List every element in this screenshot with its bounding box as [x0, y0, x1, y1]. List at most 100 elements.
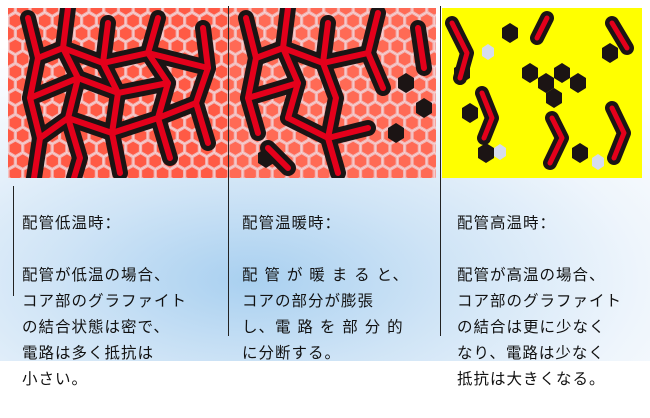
divider-right [440, 6, 441, 336]
graphite-hex-cell [177, 127, 192, 144]
graphite-hex-cell [228, 114, 243, 132]
graphite-hex-cell [404, 88, 420, 106]
graphite-hex-cell [184, 165, 200, 178]
graphite-hex-cell [345, 88, 361, 106]
graphite-hex-cell [367, 101, 383, 119]
graphite-hex-cell [221, 102, 228, 118]
graphite-hex-cell [228, 88, 243, 106]
graphite-hex-cell [287, 139, 302, 157]
graphite-hex-cell [228, 165, 243, 178]
graphite-hex-cell [221, 25, 228, 42]
graphite-hex-cell [8, 114, 23, 132]
graphite-hex-cell [412, 127, 427, 144]
graphite-hex-cell [382, 50, 398, 68]
graphite-hex-cell [228, 25, 236, 42]
graphite-hex-cell [8, 76, 16, 93]
graphite-hex-cell [434, 143, 436, 154]
graphite-hex-cell [264, 8, 280, 17]
graphite-hex-cell [434, 41, 436, 52]
graphite-hex-cell [177, 25, 192, 42]
graphite-hex-cell [184, 37, 200, 55]
graphite-hex-cell [264, 127, 280, 144]
graphite-hex-cell [426, 8, 436, 17]
graphite-hex-cell [89, 8, 104, 17]
graphite-diagram-low-temp [8, 8, 228, 178]
graphite-hex-cell [89, 152, 104, 170]
divider-left [228, 6, 229, 336]
caption-body-low-temp: 配管が低温の場合、 コア部のグラファイト の結合状態は密で、 電路は多く抵抗は … [22, 266, 188, 388]
graphite-hex-cell [8, 127, 16, 144]
graphite-hex-cell [412, 8, 427, 17]
graphite-hex-cell [133, 152, 148, 170]
graphite-hex-cell [257, 12, 273, 30]
graphite-hex-cell [309, 8, 324, 17]
graphite-hex-cell [382, 101, 398, 119]
graphite-hex-cell [434, 168, 436, 178]
graphite-hex-cell [125, 139, 141, 157]
graphite-hex-cell [214, 114, 228, 132]
graphite-hex-cell [323, 8, 339, 17]
graphite-hex-cell [345, 165, 361, 178]
graphite-hex-cell [390, 37, 405, 55]
graphite-hex-cell [8, 12, 23, 30]
divider-left-edge [13, 186, 14, 296]
graphite-hex-cell [118, 8, 134, 17]
graphite-hex-cell [397, 50, 412, 68]
graphite-hex-cell [214, 88, 228, 106]
caption-body-high-temp: 配管が高温の場合、 コア部のグラファイト の結合は更に少なく なり、電路は少なく… [457, 266, 623, 388]
graphite-hex-cell [15, 127, 30, 144]
graphite-hex-cell [419, 139, 434, 157]
graphite-hex-cell [8, 139, 23, 157]
graphite-hex-cell [272, 63, 287, 81]
graphite-hex-cell [15, 50, 30, 68]
graphite-hex-cell [426, 127, 436, 144]
graphite-hex-cell [192, 8, 207, 17]
caption-title-low-temp: 配管低温時： [22, 214, 122, 232]
graphite-hex-cell [426, 152, 436, 170]
graphite-hex-cell [426, 25, 436, 42]
caption-title-high-temp: 配管高温時： [457, 214, 557, 232]
panel-low-temp [8, 8, 228, 178]
graphite-hex-cell [206, 8, 222, 17]
graphite-hex-cell [221, 76, 228, 93]
graphite-hex-cell [294, 25, 309, 42]
graphite-hex-cell [434, 66, 436, 77]
caption-high-temp: 配管高温時： 配管が高温の場合、 コア部のグラファイト の結合は更に少なく なり… [457, 184, 647, 418]
graphite-hex-cell [264, 101, 280, 119]
graphite-hex-cell [118, 25, 134, 42]
graphite-hex-cell [404, 139, 420, 157]
graphite-hex-cell [74, 25, 89, 42]
graphite-hex-cell [125, 12, 141, 30]
graphite-hex-cell [8, 37, 23, 55]
graphite-hex-cell [133, 8, 148, 17]
graphite-hex-cell [375, 165, 390, 178]
graphite-hex-cell [140, 139, 156, 157]
graphite-hex-cell [170, 12, 185, 30]
graphite-hex-cell [294, 152, 309, 170]
graphite-hex-cell [199, 165, 214, 178]
graphite-hex-cell [8, 25, 16, 42]
graphite-hex-cell [214, 165, 228, 178]
graphite-hex-cell [214, 139, 228, 157]
graphite-hex-cell [214, 12, 228, 30]
graphite-hex-cell [8, 165, 23, 178]
graphite-hex-cell [184, 139, 200, 157]
graphite-hex-cell [44, 101, 60, 119]
graphite-hex-cell [162, 8, 178, 17]
graphite-hex-cell [214, 63, 228, 81]
graphite-hex-cell [228, 76, 236, 93]
graphite-hex-cell [360, 165, 376, 178]
graphite-hex-cell [228, 8, 236, 17]
graphite-hex-cell [177, 8, 192, 17]
graphite-hex-cell [221, 51, 228, 67]
graphite-hex-cell [81, 12, 97, 30]
panel-warm-temp [228, 8, 436, 178]
graphite-hex-cell [397, 25, 412, 42]
graphite-hex-cell [228, 37, 243, 55]
graphite-hex-cell [301, 88, 317, 106]
graphite-hex-cell [228, 63, 243, 81]
graphite-hex-cell [404, 114, 420, 132]
graphite-diagram-high-temp [442, 8, 642, 178]
graphite-hex-cell [397, 152, 412, 170]
graphite-hex-cell [44, 8, 60, 17]
